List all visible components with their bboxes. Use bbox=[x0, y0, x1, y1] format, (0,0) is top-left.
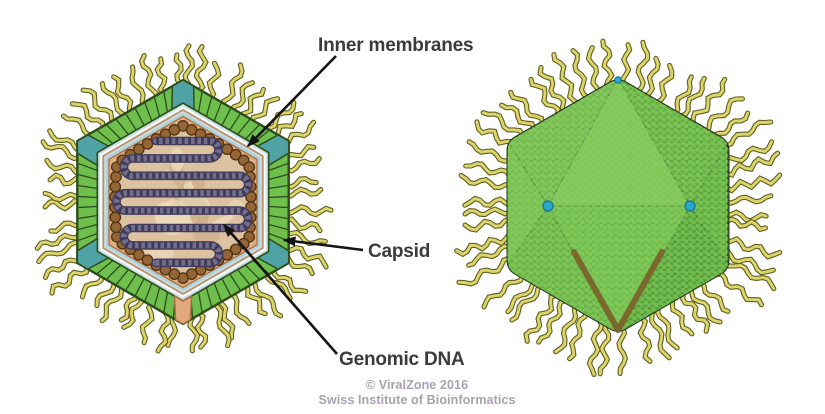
nucleocapsid-bead bbox=[229, 148, 242, 161]
membrane-line-brown bbox=[102, 108, 264, 296]
capsomer-divider bbox=[229, 112, 242, 131]
capsomer-divider bbox=[134, 278, 145, 297]
capsomer-divider bbox=[96, 129, 114, 144]
nucleocapsid-bead bbox=[110, 170, 122, 183]
capsid-arrow bbox=[282, 236, 364, 252]
capsid-corner-capsomer bbox=[76, 237, 110, 270]
nucleocapsid-bead bbox=[109, 180, 122, 193]
capsomer-divider bbox=[221, 278, 232, 297]
institute-line: Swiss Institute of Bioinformatics bbox=[318, 393, 515, 407]
capsomer-divider bbox=[163, 90, 169, 113]
stargate-vertex bbox=[571, 249, 665, 333]
membrane-line-white bbox=[100, 106, 266, 298]
capsomer-divider bbox=[205, 287, 213, 308]
capsomer-divider bbox=[268, 205, 289, 209]
capsomer-divider bbox=[105, 264, 122, 281]
capsomer-divider bbox=[77, 173, 98, 181]
capsid-corner-capsomer bbox=[256, 237, 290, 270]
surface-virion bbox=[506, 76, 730, 333]
capsomer-divider bbox=[77, 232, 98, 242]
vertex-dot bbox=[614, 76, 622, 84]
inner-membranes-label: Inner membranes bbox=[318, 35, 473, 56]
capsomer-divider bbox=[134, 107, 145, 126]
capsomer-divider bbox=[105, 123, 122, 140]
copyright-line: © ViralZone 2016 bbox=[366, 378, 468, 392]
capsid-corner-capsomer bbox=[171, 79, 195, 111]
capsid-facets bbox=[507, 80, 729, 331]
genomic-dna-arrow bbox=[223, 223, 338, 355]
nucleocapsid-bead bbox=[243, 161, 256, 173]
capsomer-divider bbox=[115, 269, 129, 286]
capsid-label: Capsid bbox=[368, 241, 430, 262]
capsomer-divider bbox=[268, 195, 289, 199]
attribution: © ViralZone 2016 Swiss Institute of Bioi… bbox=[318, 378, 515, 407]
vertex-dot bbox=[542, 200, 554, 212]
nucleocapsid-bead bbox=[168, 124, 181, 136]
capsomer-divider bbox=[229, 273, 242, 292]
capsomer-divider bbox=[77, 195, 98, 199]
capsomer-divider bbox=[205, 96, 213, 117]
capsomer-divider bbox=[213, 101, 223, 122]
annotations: Inner membranes Capsid Genomic DNA bbox=[223, 35, 474, 370]
capsomer-divider bbox=[163, 291, 169, 314]
capsomer-divider bbox=[124, 112, 137, 131]
capsomer-divider bbox=[268, 162, 289, 172]
capsomer-divider bbox=[268, 223, 289, 231]
inner-membranes-arrow bbox=[246, 55, 337, 148]
capsomer-divider bbox=[197, 291, 203, 314]
capsomer-divider bbox=[124, 273, 137, 292]
nucleocapsid-bead bbox=[109, 211, 122, 224]
capsomer-divider bbox=[237, 269, 251, 286]
capsomer-divider bbox=[244, 264, 261, 281]
cross-section-virion bbox=[76, 78, 290, 326]
nucleocapsid-bead bbox=[110, 221, 122, 234]
capsid-corner-capsomer bbox=[76, 134, 110, 167]
capsomer-divider bbox=[77, 223, 98, 231]
stargate-gap bbox=[173, 295, 193, 325]
vertex-dot bbox=[684, 200, 696, 212]
capsomer-divider bbox=[268, 173, 289, 181]
capsomer-divider bbox=[153, 96, 161, 117]
capsomer-divider bbox=[268, 184, 289, 190]
capsomer-divider bbox=[96, 260, 114, 275]
nucleocapsid-bead bbox=[229, 243, 242, 256]
nucleocapsid-bead bbox=[141, 138, 154, 150]
capsomer-divider bbox=[77, 205, 98, 209]
capsomer-divider bbox=[221, 107, 232, 126]
capsomer-divider bbox=[143, 101, 153, 122]
capsomer-divider bbox=[213, 282, 223, 303]
surface-fiber-layer bbox=[454, 38, 783, 378]
genomic-dna-coil bbox=[113, 138, 252, 266]
capsomer-divider bbox=[237, 118, 251, 135]
capsomer-divider bbox=[77, 214, 98, 220]
capsomer-divider bbox=[197, 90, 203, 113]
capsomer-divider bbox=[115, 118, 129, 135]
capsomer-divider bbox=[143, 282, 153, 303]
capsomer-divider bbox=[153, 287, 161, 308]
capsomer-divider bbox=[77, 162, 98, 172]
genomic-dna-label: Genomic DNA bbox=[339, 349, 465, 370]
capsomer-divider bbox=[268, 214, 289, 220]
capsomer-divider bbox=[77, 184, 98, 190]
